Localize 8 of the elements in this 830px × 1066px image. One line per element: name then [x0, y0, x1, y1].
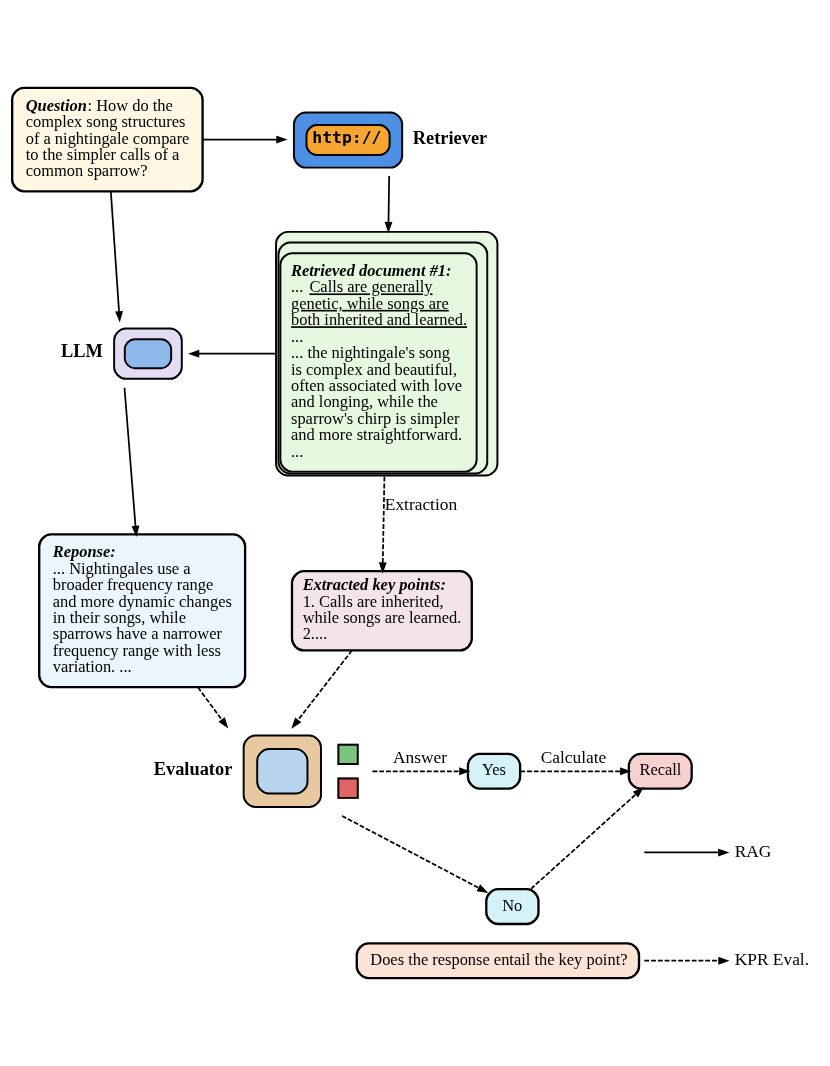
legend-label: RAG — [734, 841, 772, 861]
edge-label: Extraction — [384, 494, 458, 514]
edge-label: Answer — [393, 747, 448, 767]
legend-label: KPR Eval. — [734, 949, 810, 969]
edge-label: Calculate — [540, 747, 607, 767]
node-label: LLM — [60, 341, 103, 362]
node-label: Evaluator — [153, 758, 233, 779]
node-label: Retriever — [412, 127, 488, 148]
